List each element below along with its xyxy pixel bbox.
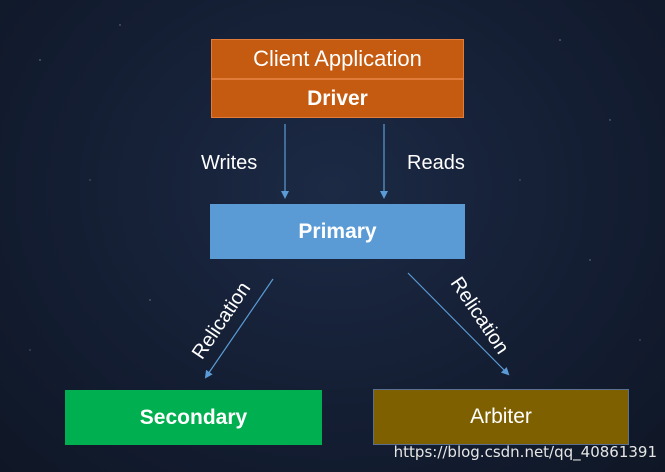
driver-label: Driver [307, 86, 368, 110]
client-application-label: Client Application [253, 46, 422, 71]
replication-right-arrow [407, 272, 510, 376]
writes-edge-label: Writes [201, 152, 258, 174]
primary-node: Primary [210, 204, 465, 259]
arbiter-label: Arbiter [470, 405, 532, 428]
reads-edge-label: Reads [407, 152, 465, 174]
watermark-text: https://blog.csdn.net/qq_40861391 [393, 443, 657, 461]
secondary-label: Secondary [139, 405, 248, 429]
client-application-node: Client Application [211, 39, 464, 79]
driver-node: Driver [211, 79, 464, 118]
primary-label: Primary [298, 219, 377, 243]
arbiter-node: Arbiter [373, 389, 629, 445]
replication-left-arrow [204, 278, 274, 379]
secondary-node: Secondary [65, 390, 322, 445]
